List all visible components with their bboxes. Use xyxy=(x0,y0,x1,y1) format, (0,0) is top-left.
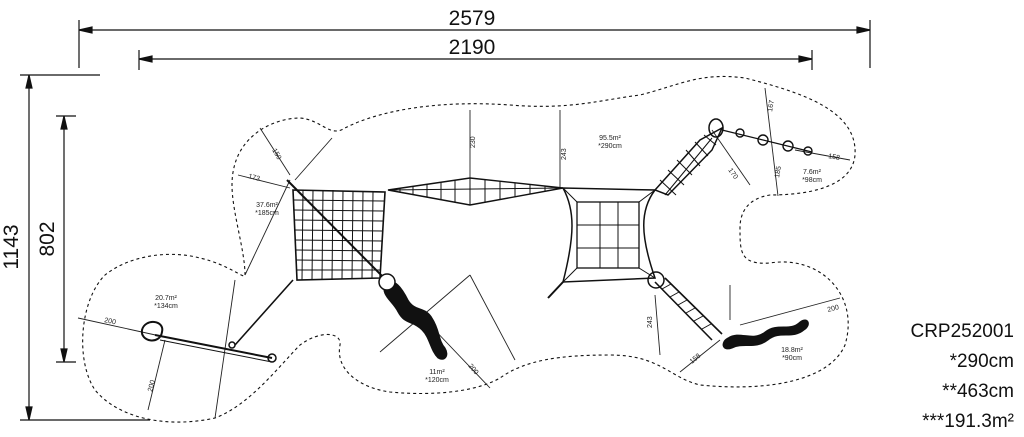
overall-height-label: 1143 xyxy=(0,224,23,269)
measure-label: 173 xyxy=(247,173,260,183)
measure-label: 150 xyxy=(270,148,282,162)
zone-boundaries xyxy=(77,87,851,419)
zone-label-height: *290cm xyxy=(598,143,622,150)
zone-label-area: 95.5m² xyxy=(599,135,621,142)
safety-zone-outline xyxy=(82,75,856,423)
measure-label: 185 xyxy=(774,166,783,179)
measure-label: 200 xyxy=(827,304,840,314)
zone-label-area: 20.7m² xyxy=(155,295,177,302)
measure-label: 170 xyxy=(726,167,738,181)
center-log-anchor xyxy=(378,273,396,291)
zone-labels: 37.6m² *185cm 95.5m² *290cm 7.6m² *98cm … xyxy=(154,135,822,384)
zone-label-height: *134cm xyxy=(154,303,178,310)
zone-label-area: 7.6m² xyxy=(803,169,822,176)
measure-label: 158 xyxy=(828,153,841,162)
inner-height-label: 802 xyxy=(36,221,59,256)
fall-height: *290cm xyxy=(949,351,1014,372)
zone-label-height: *90cm xyxy=(782,355,802,362)
zone-label-height: *98cm xyxy=(802,177,822,184)
measure-label: 200 xyxy=(104,317,117,326)
dimension-overall-height xyxy=(20,74,150,421)
zone-label-area: 18.8m² xyxy=(781,347,803,354)
dimension-inner-width xyxy=(138,50,813,70)
measure-label: 158 xyxy=(689,353,703,366)
max-height: **463cm xyxy=(942,381,1014,402)
measure-label: 243 xyxy=(647,316,654,328)
stepping-pods xyxy=(721,128,813,156)
zone-label-height: *185cm xyxy=(255,210,279,217)
measure-label: 243 xyxy=(561,148,568,160)
safety-area: ***191.3m² xyxy=(922,411,1014,432)
zone-label-area: 37.6m² xyxy=(256,202,278,209)
overall-width-label: 2579 xyxy=(449,7,496,30)
product-info-block: CRP252001 *290cm **463cm ***191.3m² xyxy=(910,317,1014,437)
upper-right-climbing-net xyxy=(653,118,724,196)
measure-label: 200 xyxy=(147,379,157,392)
left-balance-beam xyxy=(140,321,277,363)
left-net-tower xyxy=(234,179,389,346)
product-code: CRP252001 xyxy=(910,321,1014,342)
lower-right-ladder xyxy=(647,271,723,341)
right-balance-log xyxy=(722,319,809,350)
dimension-inner-height xyxy=(56,115,76,363)
inner-width-label: 2190 xyxy=(449,36,496,59)
center-balance-log xyxy=(383,280,448,360)
zone-label-area: 11m² xyxy=(429,369,445,376)
measure-label: 230 xyxy=(470,136,477,148)
measure-label: 167 xyxy=(767,100,776,113)
net-bridge xyxy=(387,177,564,206)
zone-label-height: *120cm xyxy=(425,377,449,384)
central-tower xyxy=(547,187,657,299)
dimension-overall-width xyxy=(78,20,871,68)
